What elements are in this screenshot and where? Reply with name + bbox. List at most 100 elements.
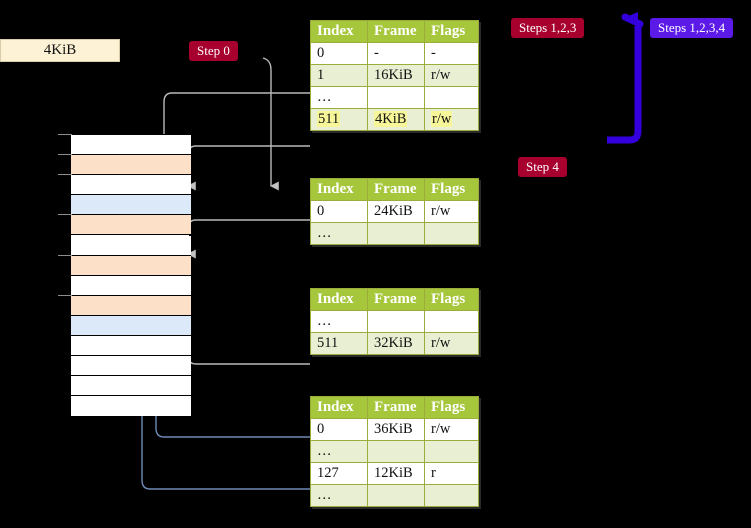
- memory-row: [71, 175, 191, 196]
- table-cell: [367, 440, 425, 463]
- column-header-index: Index: [310, 178, 368, 201]
- badge-steps-1-2-3-4-label: Steps 1,2,3,4: [658, 20, 726, 35]
- column-header-frame: Frame: [367, 396, 425, 419]
- column-header-frame: Frame: [367, 178, 425, 201]
- table-cell: 12KiB: [367, 462, 425, 485]
- column-header-frame: Frame: [367, 288, 425, 311]
- memory-tick: [58, 174, 72, 176]
- memory-row: [71, 295, 191, 316]
- memory-tick: [58, 214, 72, 216]
- table-cell: r: [424, 462, 479, 485]
- table-cell: …: [310, 86, 368, 109]
- table-cell: [367, 310, 425, 333]
- memory-row: [71, 315, 191, 336]
- memory-row: [71, 275, 191, 296]
- memory-row: [71, 215, 191, 236]
- badge-step-4: Step 4: [518, 157, 567, 177]
- table-row: …: [310, 222, 479, 245]
- highlighted-value: 4KiB: [374, 111, 408, 127]
- badge-step-0-label: Step 0: [197, 43, 230, 58]
- badge-step-0: Step 0: [189, 41, 238, 61]
- memory-row: [71, 155, 191, 176]
- column-header-frame: Frame: [367, 20, 425, 43]
- table-cell: 511: [310, 332, 368, 355]
- memory-tick: [58, 254, 72, 256]
- table-cell: …: [310, 310, 368, 333]
- table-cell: …: [310, 484, 368, 507]
- badge-steps-1-2-3-4: Steps 1,2,3,4: [650, 18, 734, 38]
- highlighted-value: r/w: [431, 111, 453, 127]
- table-cell: [424, 484, 479, 507]
- table-cell: [424, 310, 479, 333]
- table-cell: r/w: [424, 64, 479, 87]
- column-header-flags: Flags: [424, 288, 479, 311]
- table-cell: 16KiB: [367, 64, 425, 87]
- table-cell: 0: [310, 418, 368, 441]
- table-cell: 24KiB: [367, 200, 425, 223]
- table-cell: r/w: [424, 200, 479, 223]
- memory-tick: [58, 154, 72, 156]
- column-header-flags: Flags: [424, 396, 479, 419]
- column-header-flags: Flags: [424, 178, 479, 201]
- memory-row: [71, 255, 191, 276]
- badge-steps-1-2-3-label: Steps 1,2,3: [519, 20, 577, 35]
- memory-row: [71, 235, 191, 256]
- arrow-table3-to-memory: [188, 298, 310, 365]
- column-header-index: Index: [310, 20, 368, 43]
- memory-row: [71, 396, 191, 417]
- table-row: …: [310, 484, 479, 507]
- table-row: …: [310, 86, 479, 109]
- table-cell: [367, 484, 425, 507]
- table-row: …: [310, 310, 479, 333]
- table-cell: r/w: [424, 108, 479, 131]
- table-row: 511 4KiB r/w: [310, 108, 479, 131]
- table-cell: [424, 86, 479, 109]
- memory-row: [71, 376, 191, 397]
- arrow-4kib-to-memory: [262, 57, 271, 186]
- table-cell: 36KiB: [367, 418, 425, 441]
- table-cell: …: [310, 222, 368, 245]
- memory-row: [71, 336, 191, 357]
- highlighted-value: 511: [317, 111, 341, 127]
- memory-row: [71, 195, 191, 216]
- arrow-table2-to-memory: [188, 219, 310, 254]
- table-cell: 0: [310, 42, 368, 65]
- table-cell: 32KiB: [367, 332, 425, 355]
- source-frame-box: 4KiB: [0, 39, 120, 62]
- table-cell: 127: [310, 462, 368, 485]
- table-cell: [424, 440, 479, 463]
- table-row: 0--: [310, 42, 479, 65]
- table-row: …: [310, 440, 479, 463]
- badge-steps-1-2-3: Steps 1,2,3: [511, 18, 585, 38]
- table-cell: -: [367, 42, 425, 65]
- table-cell: -: [424, 42, 479, 65]
- table-cell: 1: [310, 64, 368, 87]
- column-header-flags: Flags: [424, 20, 479, 43]
- memory-tick: [58, 134, 72, 135]
- column-header-index: Index: [310, 396, 368, 419]
- table-cell: …: [310, 440, 368, 463]
- table-cell: [367, 86, 425, 109]
- badge-step-4-label: Step 4: [526, 159, 559, 174]
- arrow-table1-511-to-memory: [188, 145, 310, 186]
- memory-tick: [58, 294, 72, 296]
- source-frame-label: 4KiB: [43, 42, 77, 58]
- table-cell: [367, 222, 425, 245]
- table-cell: r/w: [424, 418, 479, 441]
- memory-row: [71, 356, 191, 377]
- table-cell: 4KiB: [367, 108, 425, 131]
- table-cell: [424, 222, 479, 245]
